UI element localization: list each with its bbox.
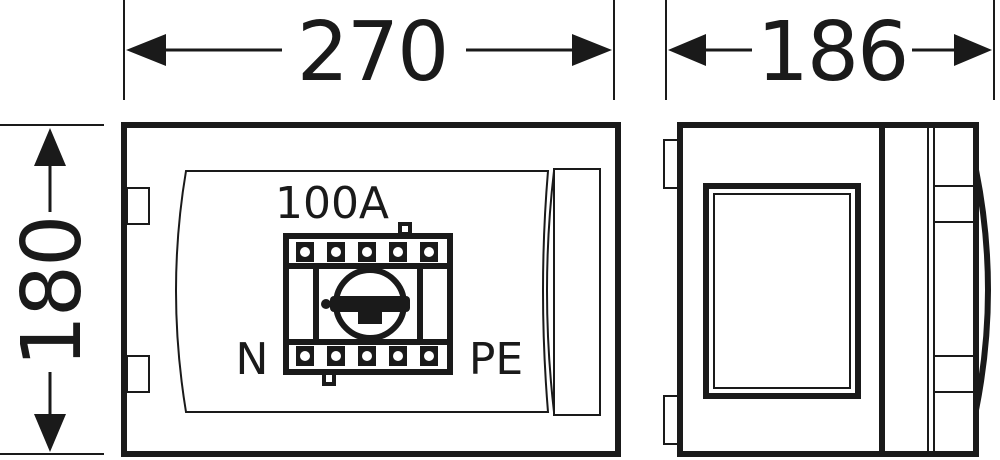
bottom-terminals <box>296 346 438 366</box>
front-view: 100A N PE <box>121 122 621 457</box>
depth-arrow-right-icon <box>954 34 992 66</box>
width-value: 270 <box>297 5 448 100</box>
width-arrow-right-icon <box>572 34 612 66</box>
switch-disconnector <box>283 222 453 386</box>
front-enclosure-outline <box>121 122 621 457</box>
width-arrow-left-icon <box>126 34 166 66</box>
rotary-handle-icon <box>321 267 410 341</box>
side-enclosure-outline <box>677 122 979 457</box>
neutral-label: N <box>236 334 269 385</box>
depth-dimension: 186 <box>665 0 995 100</box>
side-view <box>663 122 991 457</box>
depth-arrow-left-icon <box>668 34 706 66</box>
front-latch-curve <box>546 170 555 413</box>
front-hinge-bottom <box>126 355 150 393</box>
height-dimension: 180 <box>0 124 104 455</box>
front-hinge-top <box>126 187 150 225</box>
side-window-outer <box>703 183 861 399</box>
width-dimension: 270 <box>123 0 615 100</box>
front-latch <box>553 168 601 416</box>
height-arrow-down-icon <box>34 414 66 452</box>
pe-label: PE <box>469 334 523 385</box>
height-arrow-up-icon <box>34 128 66 166</box>
side-clip-top <box>663 139 681 189</box>
front-cover-window <box>175 170 550 413</box>
side-lid-curve <box>973 169 991 411</box>
top-terminals <box>296 242 438 262</box>
height-value: 180 <box>5 217 100 368</box>
side-clip-bottom <box>663 395 681 445</box>
side-window-inner <box>713 193 851 389</box>
depth-value: 186 <box>757 5 908 100</box>
rating-label: 100A <box>275 178 389 229</box>
